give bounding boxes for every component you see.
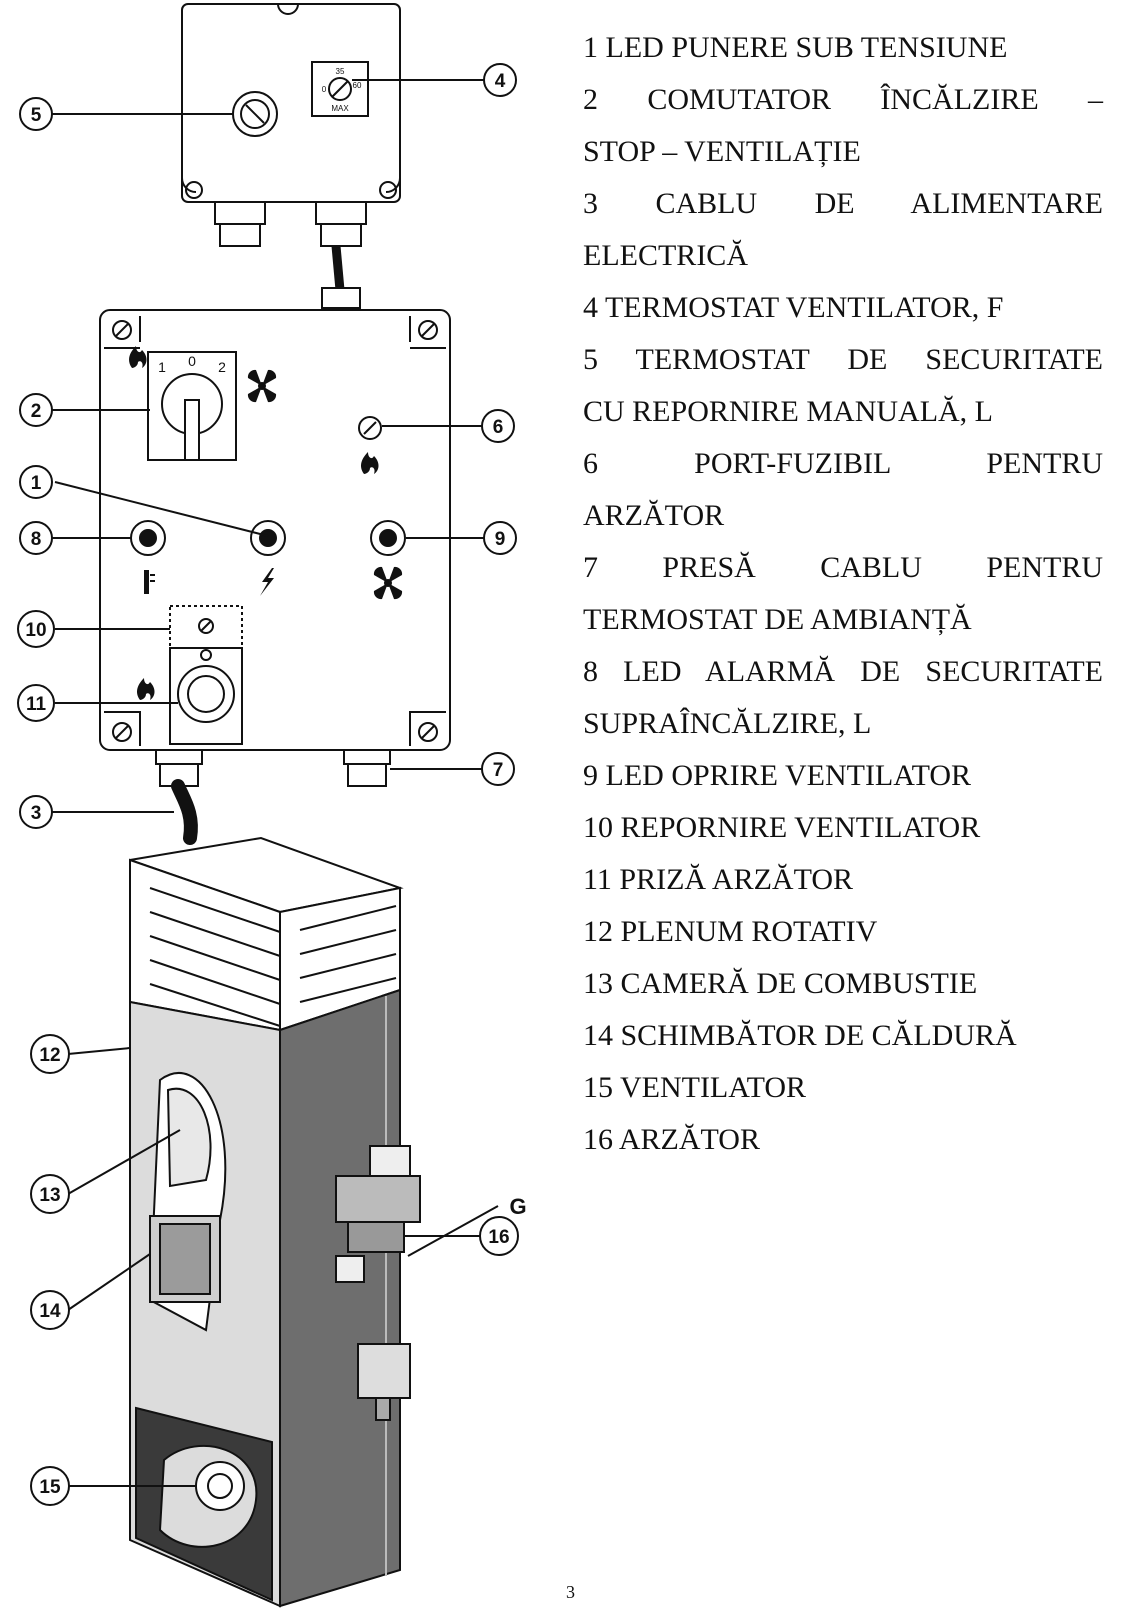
legend-item: 8 LED ALARMĂ DE SECURITATE <box>583 655 1103 688</box>
legend-item: 6 PORT-FUZIBIL PENTRU <box>583 447 1103 480</box>
legend-item: 1 LED PUNERE SUB TENSIUNE <box>583 31 1008 64</box>
legend-item-continuation: CU REPORNIRE MANUALĂ, L <box>583 395 994 428</box>
svg-text:5: 5 <box>31 105 42 126</box>
callout-11: 11 <box>17 684 55 722</box>
legend-item: 3 CABLU DE ALIMENTARE <box>583 187 1103 220</box>
legend-item: 5 TERMOSTAT DE SECURITATE <box>583 343 1103 376</box>
legend-item-continuation: ARZĂTOR <box>583 499 725 532</box>
legend-item: 9 LED OPRIRE VENTILATOR <box>583 759 972 792</box>
svg-text:16: 16 <box>488 1227 509 1248</box>
legend-item: 4 TERMOSTAT VENTILATOR, F <box>583 291 1004 324</box>
fan-icon <box>373 566 403 600</box>
callout-2: 2 <box>19 393 53 427</box>
callout-3: 3 <box>19 795 53 829</box>
heater-cabinet <box>129 836 421 1608</box>
callout-15: 15 <box>30 1466 70 1506</box>
callout-8: 8 <box>19 521 53 555</box>
svg-text:10: 10 <box>25 620 46 641</box>
fan-icon <box>247 369 277 403</box>
burner-socket <box>169 647 243 745</box>
legend-item-continuation: SUPRAÎNCĂLZIRE, L <box>583 707 872 740</box>
callout-16: 16 <box>479 1216 519 1256</box>
legend-item: 10 REPORNIRE VENTILATOR <box>583 811 981 844</box>
fuse-holder <box>358 416 382 440</box>
svg-text:8: 8 <box>31 529 42 550</box>
dial-scale-right: 60 <box>353 81 362 90</box>
legend-item-continuation: ELECTRICĂ <box>583 239 748 272</box>
legend-item: 13 CAMERĂ DE COMBUSTIE <box>583 967 978 1000</box>
dial-scale-top: 35 <box>336 67 345 76</box>
legend-item: 14 SCHIMBĂTOR DE CĂLDURĂ <box>583 1019 1017 1052</box>
fan-thermostat-dial <box>311 61 369 117</box>
flame-icon <box>361 452 379 474</box>
callout-6: 6 <box>481 409 515 443</box>
lightning-icon <box>260 568 274 596</box>
callout-7: 7 <box>481 752 515 786</box>
page-number: 3 <box>566 1582 575 1602</box>
switch-pos-0: 0 <box>188 353 196 369</box>
legend-item: 12 PLENUM ROTATIV <box>583 915 878 948</box>
svg-text:7: 7 <box>493 760 504 781</box>
heat-stop-vent-switch <box>147 351 237 461</box>
svg-text:14: 14 <box>39 1301 61 1322</box>
svg-text:9: 9 <box>495 529 506 550</box>
thermometer-icon <box>144 570 155 594</box>
svg-text:13: 13 <box>39 1185 60 1206</box>
callout-9: 9 <box>483 521 517 555</box>
legend-item: 2 COMUTATOR ÎNCĂLZIRE – <box>583 83 1103 116</box>
flame-icon <box>129 346 147 368</box>
svg-text:11: 11 <box>26 694 47 715</box>
callout-5: 5 <box>19 97 53 131</box>
svg-text:1: 1 <box>31 473 42 494</box>
legend-item-continuation: TERMOSTAT DE AMBIANȚĂ <box>583 603 972 636</box>
heater-diagram: 5 4 2 1 8 6 9 10 <box>17 3 527 1608</box>
callout-14: 14 <box>30 1290 70 1330</box>
svg-text:6: 6 <box>493 417 504 438</box>
switch-pos-1: 1 <box>158 359 166 375</box>
switch-pos-2: 2 <box>218 359 226 375</box>
callout-1: 1 <box>19 465 53 499</box>
flame-icon <box>137 678 155 700</box>
svg-text:15: 15 <box>39 1477 61 1498</box>
legend-item-continuation: STOP – VENTILAȚIE <box>583 135 861 168</box>
callout-13: 13 <box>30 1174 70 1214</box>
svg-text:4: 4 <box>495 71 506 92</box>
legend-item: 15 VENTILATOR <box>583 1071 807 1104</box>
fan-stop-led <box>370 520 406 556</box>
callout-4: 4 <box>483 63 517 97</box>
dial-scale-bottom: MAX <box>331 104 349 113</box>
svg-text:2: 2 <box>31 401 42 422</box>
callout-12: 12 <box>30 1034 70 1074</box>
svg-text:12: 12 <box>39 1045 60 1066</box>
component-legend: 1 LED PUNERE SUB TENSIUNE 2 COMUTATOR ÎNC… <box>583 22 1103 1166</box>
legend-item: 11 PRIZĂ ARZĂTOR <box>583 863 854 896</box>
control-panel <box>99 309 451 845</box>
legend-item: 7 PRESĂ CABLU PENTRU <box>583 551 1103 584</box>
svg-text:3: 3 <box>31 803 42 824</box>
callout-g: G <box>509 1194 526 1219</box>
legend-item: 16 ARZĂTOR <box>583 1123 760 1156</box>
callout-10: 10 <box>17 610 55 648</box>
dial-scale-left: 0 <box>322 85 327 94</box>
thermostat-box <box>181 3 401 309</box>
